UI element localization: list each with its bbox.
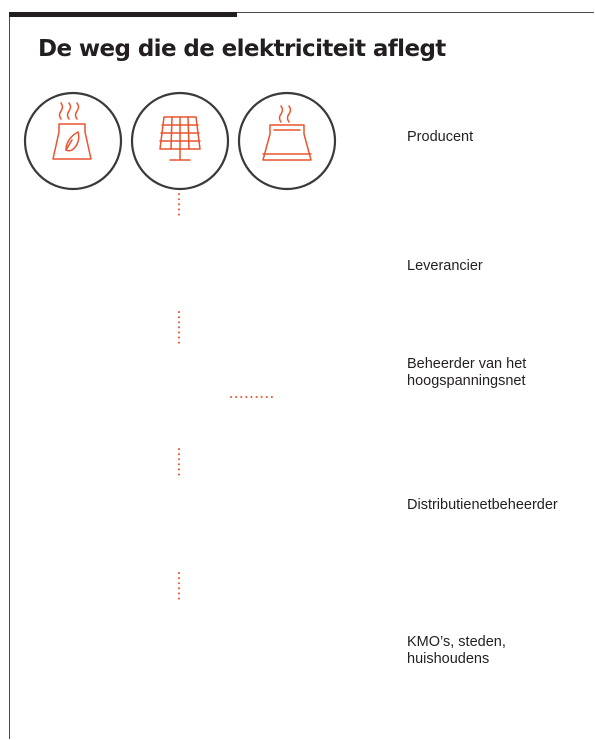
stage-label-hoogspanning: Beheerder van het hoogspanningsnet: [407, 356, 527, 389]
stage-label-distributie: Distributienetbeheerder: [407, 497, 558, 513]
diagram-title: De weg die de elektriciteit aflegt: [38, 36, 446, 62]
power-plant-icon: [262, 105, 312, 161]
solar-panel-icon: [159, 116, 201, 161]
accent-bar: [9, 12, 237, 17]
biomass-plant-icon: [52, 102, 92, 160]
stage-label-klanten: KMO’s, steden, huishoudens: [407, 634, 506, 667]
page-frame: [9, 12, 594, 739]
stage-label-producent: Producent: [407, 129, 474, 145]
solar-panel-node: [130, 91, 230, 191]
biomass-plant-node: [23, 91, 123, 191]
power-plant-node: [237, 91, 337, 191]
stage-label-leverancier: Leverancier: [407, 258, 483, 274]
